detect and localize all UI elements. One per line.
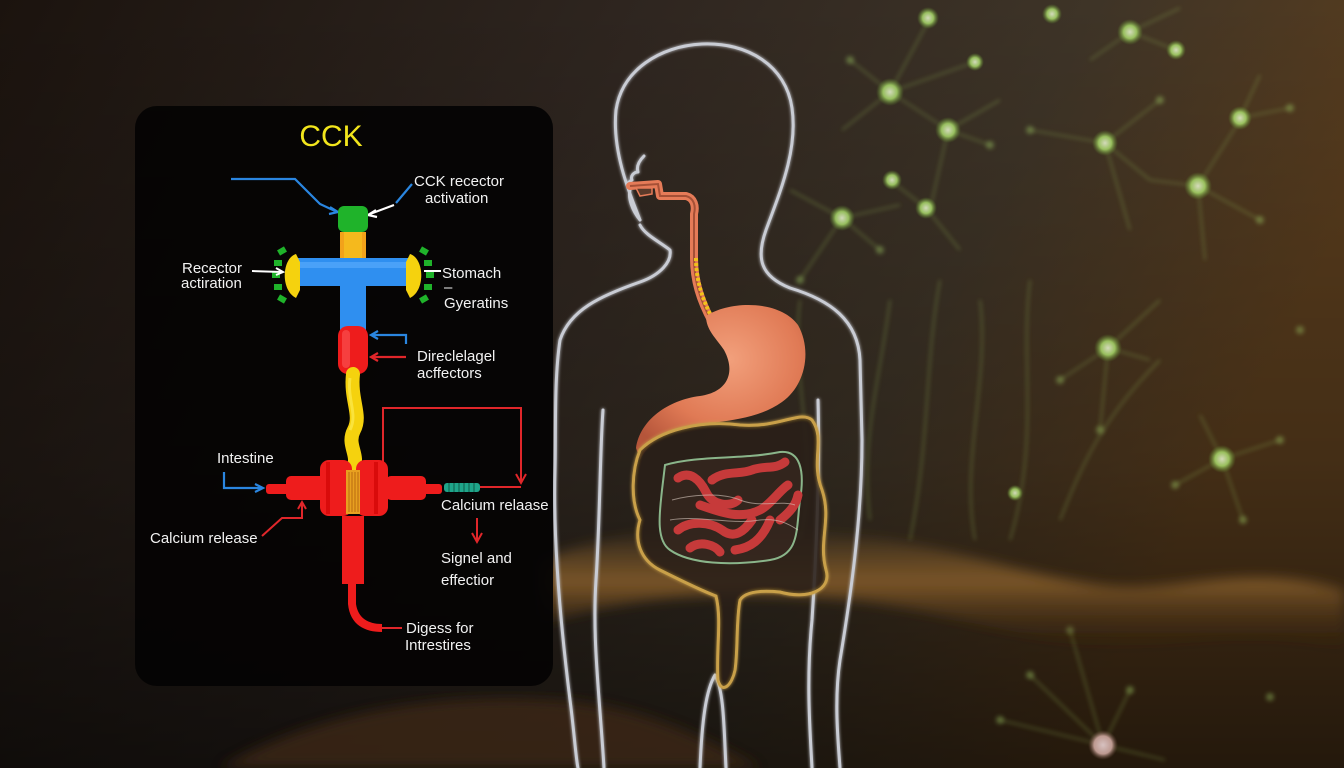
label-digest-line2: Intrestires [405,637,471,654]
intestines [631,415,829,689]
neuron-network [789,4,1304,761]
teal-coil [444,483,480,492]
label-receptor-left-line2: actiration [181,275,242,292]
label-stomach-dash: – [444,279,453,296]
body-outline [553,42,864,768]
esophagus [626,180,716,326]
yellow-tube [344,367,364,487]
label-calcium-right: Calcium relaase [441,497,549,514]
cck-receptor-head [338,206,368,232]
label-effectors-line2: acffectors [417,365,482,382]
label-receptor-left-line1: Recector [182,260,242,277]
left-receptor-cap [272,246,300,304]
red-capsule [338,326,368,374]
cck-diagram-panel: CCK [135,106,553,686]
label-gyratins: Gyeratins [444,295,508,312]
label-cck-receptor-line1: CCK recector [414,173,504,190]
label-stomach: Stomach [442,265,501,282]
bottom-hill [220,698,760,768]
stomach [636,304,806,460]
label-signal-line2: effectior [441,572,494,589]
label-effectors-line1: Direclelagel [417,348,495,365]
label-signal-line1: Signel and [441,550,512,567]
label-cck-receptor-line2: activation [425,190,488,207]
label-calcium-left: Calcium release [150,530,258,547]
label-intestine: Intestine [217,450,274,467]
red-channel-assembly [266,460,442,632]
label-digest-line1: Digess for [406,620,474,637]
right-receptor-cap [406,246,434,304]
panel-title: CCK [299,120,362,153]
